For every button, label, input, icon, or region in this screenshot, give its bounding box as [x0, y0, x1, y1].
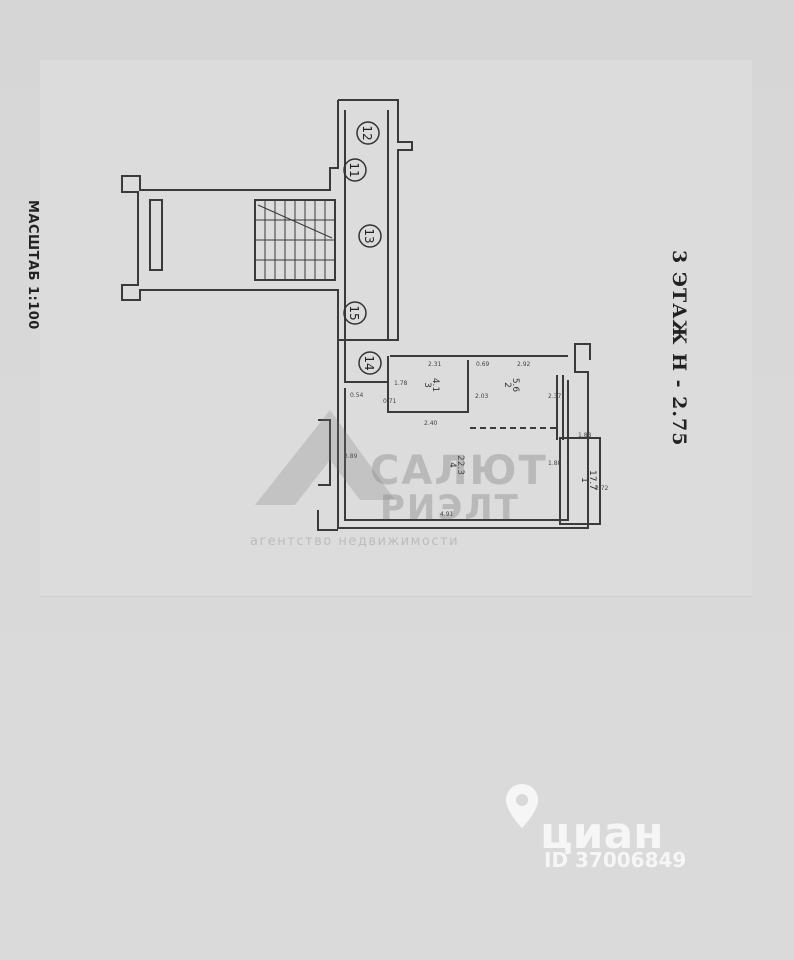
dim-label: 0.71 [383, 398, 397, 405]
watermark-brand-line1: САЛЮТ [370, 448, 548, 494]
room-labels: 1 17.7 2 5.6 3 4.1 4 22.3 [422, 378, 597, 490]
room-2-area: 5.6 [510, 378, 520, 393]
house-logo-icon [255, 410, 395, 505]
marker-15-label: 15 [347, 305, 361, 320]
dim-label: 2.72 [595, 485, 609, 492]
dim-label: 1.78 [394, 380, 408, 387]
room-4-area: 22.3 [455, 455, 465, 475]
room-2-number: 2 [502, 382, 512, 388]
marker-11-label: 11 [347, 162, 361, 177]
dim-label: 2.92 [517, 361, 531, 368]
watermark-listing-id: ID 37006849 [544, 848, 687, 872]
dim-label: 2.40 [424, 420, 438, 427]
marker-12-label: 12 [360, 125, 374, 140]
dim-label: 1.88 [548, 460, 562, 467]
dim-label: 0.69 [476, 361, 490, 368]
room-1-area: 17.7 [587, 470, 597, 490]
marker-12: 12 [356, 121, 380, 145]
dim-label: 2.37 [548, 393, 562, 400]
marker-13-label: 13 [362, 228, 376, 243]
watermark-logo [255, 410, 395, 505]
corridor-markers: 12 11 13 15 14 [343, 121, 382, 375]
dim-label: 0.54 [350, 392, 364, 399]
dim-label: 1.88 [578, 432, 592, 439]
stair-treads [255, 200, 335, 280]
watermark-site: циан [540, 808, 664, 859]
room-4-number: 4 [447, 462, 457, 468]
marker-15: 15 [343, 301, 367, 325]
room-3-number: 3 [422, 382, 432, 388]
room-1-number: 1 [579, 477, 589, 483]
dimension-labels: 2.31 0.69 2.92 1.78 2.03 2.37 2.40 0.54 … [344, 361, 609, 518]
dim-label: 3.89 [344, 453, 358, 460]
marker-14-label: 14 [362, 355, 376, 370]
room-3-area: 4.1 [430, 378, 440, 392]
location-pin-icon [506, 784, 538, 828]
dim-label: 4.91 [440, 511, 454, 518]
dim-label: 2.03 [475, 393, 489, 400]
watermark-agency: агентство недвижимости [250, 534, 460, 549]
plan-paper [40, 60, 752, 597]
dim-label: 2.31 [428, 361, 442, 368]
watermark-brand-line2: РИЭЛТ [380, 488, 520, 528]
marker-13: 13 [358, 224, 382, 248]
marker-14: 14 [358, 351, 382, 375]
marker-11: 11 [343, 158, 367, 182]
